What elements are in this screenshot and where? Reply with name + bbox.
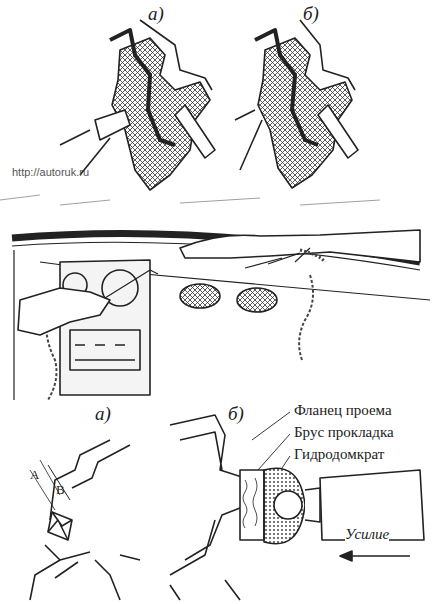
dimension-label: В: [56, 483, 65, 497]
dimension-label: А: [30, 468, 39, 482]
jack-head: [264, 468, 305, 544]
force-label: Усилие: [345, 526, 389, 543]
part-label: Фланец проема: [294, 402, 392, 419]
part-label: Гидродомкрат: [294, 446, 384, 463]
flange-gauge-a: [30, 440, 140, 600]
hydraulic-jack-b: [170, 412, 424, 600]
wooden-bar: [240, 470, 264, 540]
part-label: Брус прокладка: [294, 424, 394, 441]
dashboard-scene: [0, 195, 430, 400]
view-letter: а): [148, 4, 164, 25]
view-letter: а): [95, 404, 111, 425]
seal-profile-a: [60, 20, 215, 190]
view-letter: б): [303, 4, 319, 25]
watermark: http://autoruk.ru: [12, 166, 89, 178]
view-letter: б): [228, 404, 244, 425]
seal-profile-b: [235, 20, 358, 188]
